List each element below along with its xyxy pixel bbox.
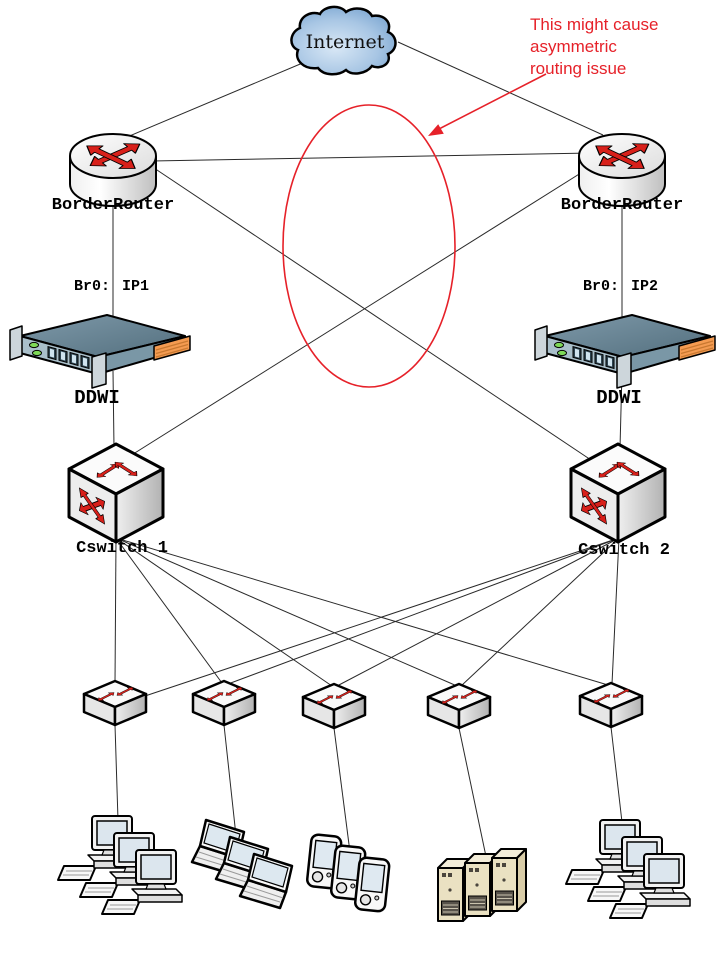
core-switch-right-icon <box>571 444 665 542</box>
cswitch-1-label: Cswitch 1 <box>76 539 168 558</box>
annotation-arrow <box>428 73 547 136</box>
ddwi-right-icon <box>534 314 716 389</box>
ddwi-left-icon <box>9 314 191 389</box>
br0-ip1-value-label: IP1 <box>122 278 150 295</box>
laptop-group-icon <box>192 820 292 908</box>
cswitch-2-label: Cswitch 2 <box>578 541 670 560</box>
highlight-ellipse <box>282 104 456 388</box>
internet-cloud-icon <box>290 5 397 76</box>
br0-ip1-port-label: Br0: <box>73 278 110 295</box>
ddwi-left-label: DDWI <box>74 387 120 409</box>
annotation-line-3: routing issue <box>530 59 627 78</box>
annotation-line-1: This might cause <box>530 15 659 34</box>
access-switch-1-icon <box>84 681 146 725</box>
access-switch-4-icon <box>428 684 490 728</box>
access-switch-5-icon <box>580 683 642 727</box>
desktop-group-left-icon <box>58 816 182 914</box>
border-router-left-label: BorderRouter <box>51 196 175 215</box>
ddwi-right-label: DDWI <box>596 387 642 409</box>
desktop-group-right-icon <box>566 820 690 918</box>
annotation-text: This might cause asymmetric routing issu… <box>530 14 659 80</box>
br0-ip2-port-label: Br0: <box>582 278 619 295</box>
access-switch-2-icon <box>193 681 255 725</box>
handheld-group-icon <box>307 834 390 912</box>
br0-ip2-value-label: IP2 <box>631 278 659 295</box>
internet-label: Internet <box>305 31 385 53</box>
core-switch-left-icon <box>69 444 163 542</box>
server-group-icon <box>438 849 526 921</box>
border-router-right-label: BorderRouter <box>560 196 684 215</box>
connection-lines <box>112 41 626 867</box>
annotation-line-2: asymmetric <box>530 37 617 56</box>
access-switch-3-icon <box>303 684 365 728</box>
